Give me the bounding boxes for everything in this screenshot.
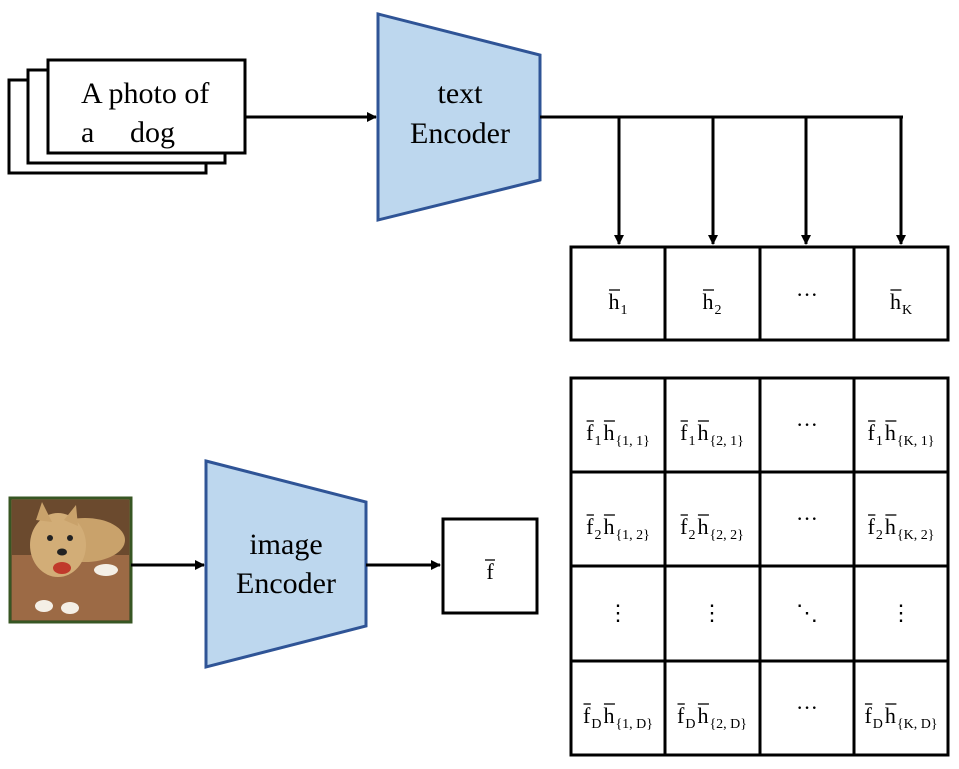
matrix-cell-h-subscript: {K, 1} — [897, 434, 935, 449]
text-feature-h1-symbol: h — [609, 289, 620, 314]
text-feature-ellipsis: ··· — [796, 282, 818, 307]
matrix-cell-f-subscript: 1 — [876, 434, 883, 449]
matrix-cell-ellipsis: ⋮ — [607, 600, 629, 625]
matrix-cell-f-subscript: D — [873, 717, 883, 732]
matrix-cell-f-subscript: 2 — [594, 528, 601, 543]
matrix-cell-h-symbol: h — [885, 514, 896, 539]
matrix-cell-f-subscript: 2 — [876, 528, 883, 543]
matrix-cell-h-subscript: {2, 1} — [709, 434, 743, 449]
image-feature-label: f — [486, 559, 494, 584]
text-encoder: text Encoder — [376, 12, 542, 222]
prompt-word-dog: dog — [130, 116, 175, 149]
matrix-cell-h-subscript: {2, D} — [709, 717, 747, 732]
matrix-cell-ellipsis: ⋮ — [701, 600, 723, 625]
matrix-cell-f-subscript: D — [685, 717, 695, 732]
image-feature: f — [441, 517, 539, 615]
text-feature-h2-symbol: h — [703, 289, 714, 314]
matrix-cell-f-symbol: f — [583, 703, 591, 728]
matrix-cell-f-subscript: D — [591, 717, 601, 732]
text-encoder-label-line2: Encoder — [410, 117, 510, 150]
text-feature-hK-subscript: K — [902, 303, 912, 318]
text-feature-h2-subscript: 2 — [715, 303, 722, 318]
image-feature-box — [441, 517, 539, 615]
matrix-cell-h-symbol: h — [697, 703, 708, 728]
matrix-cell-h-symbol: h — [603, 420, 614, 445]
prompt-line1: A photo of — [81, 77, 209, 110]
matrix-cell-f-symbol: f — [864, 703, 872, 728]
matrix-cell-h-subscript: {K, D} — [897, 717, 938, 732]
text-feature-h1-subscript: 1 — [621, 303, 628, 318]
dog-head — [30, 513, 86, 577]
matrix-cell-h-subscript: {1, 1} — [615, 434, 649, 449]
matrix-cell-h-symbol: h — [603, 514, 614, 539]
image-encoder-shape — [204, 459, 368, 669]
matrix-cell-f-subscript: 1 — [688, 434, 695, 449]
matrix-cell-f-symbol: f — [868, 514, 876, 539]
image-encoder-label-line1: image — [249, 528, 322, 561]
matrix-cell-f-subscript: 1 — [594, 434, 601, 449]
matrix-cell-h-subscript: {1, D} — [615, 717, 653, 732]
prompt-stack: A photo of a dog — [7, 58, 247, 175]
matrix-cell-h-symbol: h — [885, 420, 896, 445]
image-encoder-label-line2: Encoder — [236, 567, 336, 600]
text-encoder-label-line1: text — [438, 77, 484, 110]
matrix-cell-ellipsis: ⋱ — [796, 600, 818, 625]
image-encoder: image Encoder — [204, 459, 368, 669]
matrix-cell-f-symbol: f — [868, 420, 876, 445]
matrix-cell-f-symbol: f — [680, 514, 688, 539]
matrix-cell-h-subscript: {1, 2} — [615, 528, 649, 543]
matrix-cell-h-subscript: {2, 2} — [709, 528, 743, 543]
matrix-cell-h-subscript: {K, 2} — [897, 528, 935, 543]
matrix-cell-f-symbol: f — [586, 420, 594, 445]
text-encoder-output-lines — [540, 115, 906, 245]
prompt-card-front — [46, 58, 247, 155]
matrix-cell-ellipsis: ··· — [796, 695, 818, 720]
matrix-cell-ellipsis: ··· — [796, 412, 818, 437]
matrix-cell-ellipsis: ··· — [796, 506, 818, 531]
matrix-cell-f-symbol: f — [586, 514, 594, 539]
matrix-cell-h-symbol: h — [885, 703, 896, 728]
text-feature-hK-symbol: h — [890, 289, 901, 314]
matrix-cell-f-symbol: f — [677, 703, 685, 728]
dog-photo — [8, 496, 133, 624]
matrix-cell-h-symbol: h — [697, 420, 708, 445]
matrix-cell-f-symbol: f — [680, 420, 688, 445]
text-encoder-shape — [376, 12, 542, 222]
matrix-cell-h-symbol: h — [697, 514, 708, 539]
prompt-word-a: a — [81, 116, 94, 149]
matrix-cell-f-subscript: 2 — [688, 528, 695, 543]
matrix-cell-ellipsis: ⋮ — [890, 600, 912, 625]
matrix-cell-h-symbol: h — [603, 703, 614, 728]
